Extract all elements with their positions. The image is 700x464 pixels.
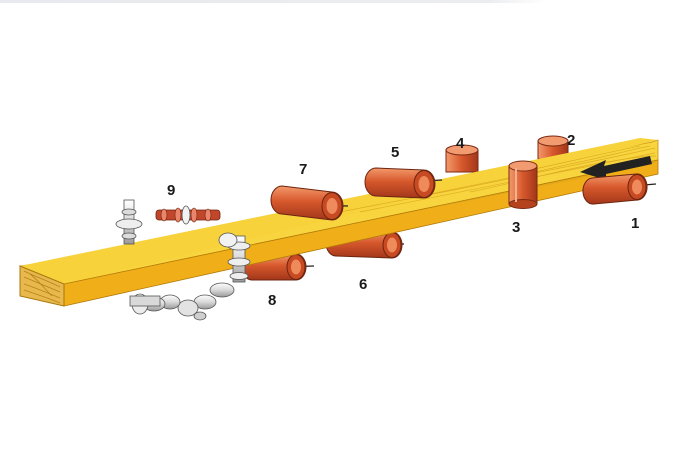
label-1: 1 [631,215,639,232]
wooden-board [18,138,659,307]
label-8: 8 [268,292,276,309]
roller-4 [445,144,479,173]
roller-1 [582,173,657,205]
label-4: 4 [456,135,465,152]
label-7: 7 [299,161,307,178]
roller-5 [364,167,443,199]
roller-7 [270,185,349,221]
label-3: 3 [512,219,520,236]
feed-direction-arrow-icon [580,156,652,180]
roller-8 [241,253,315,281]
label-9: 9 [167,182,175,199]
roller-3 [508,160,538,209]
drive-shaft-icon [115,199,251,321]
label-2: 2 [567,132,575,149]
label-5: 5 [391,144,399,161]
label-6: 6 [359,276,367,293]
scan-top-edge [0,0,700,3]
